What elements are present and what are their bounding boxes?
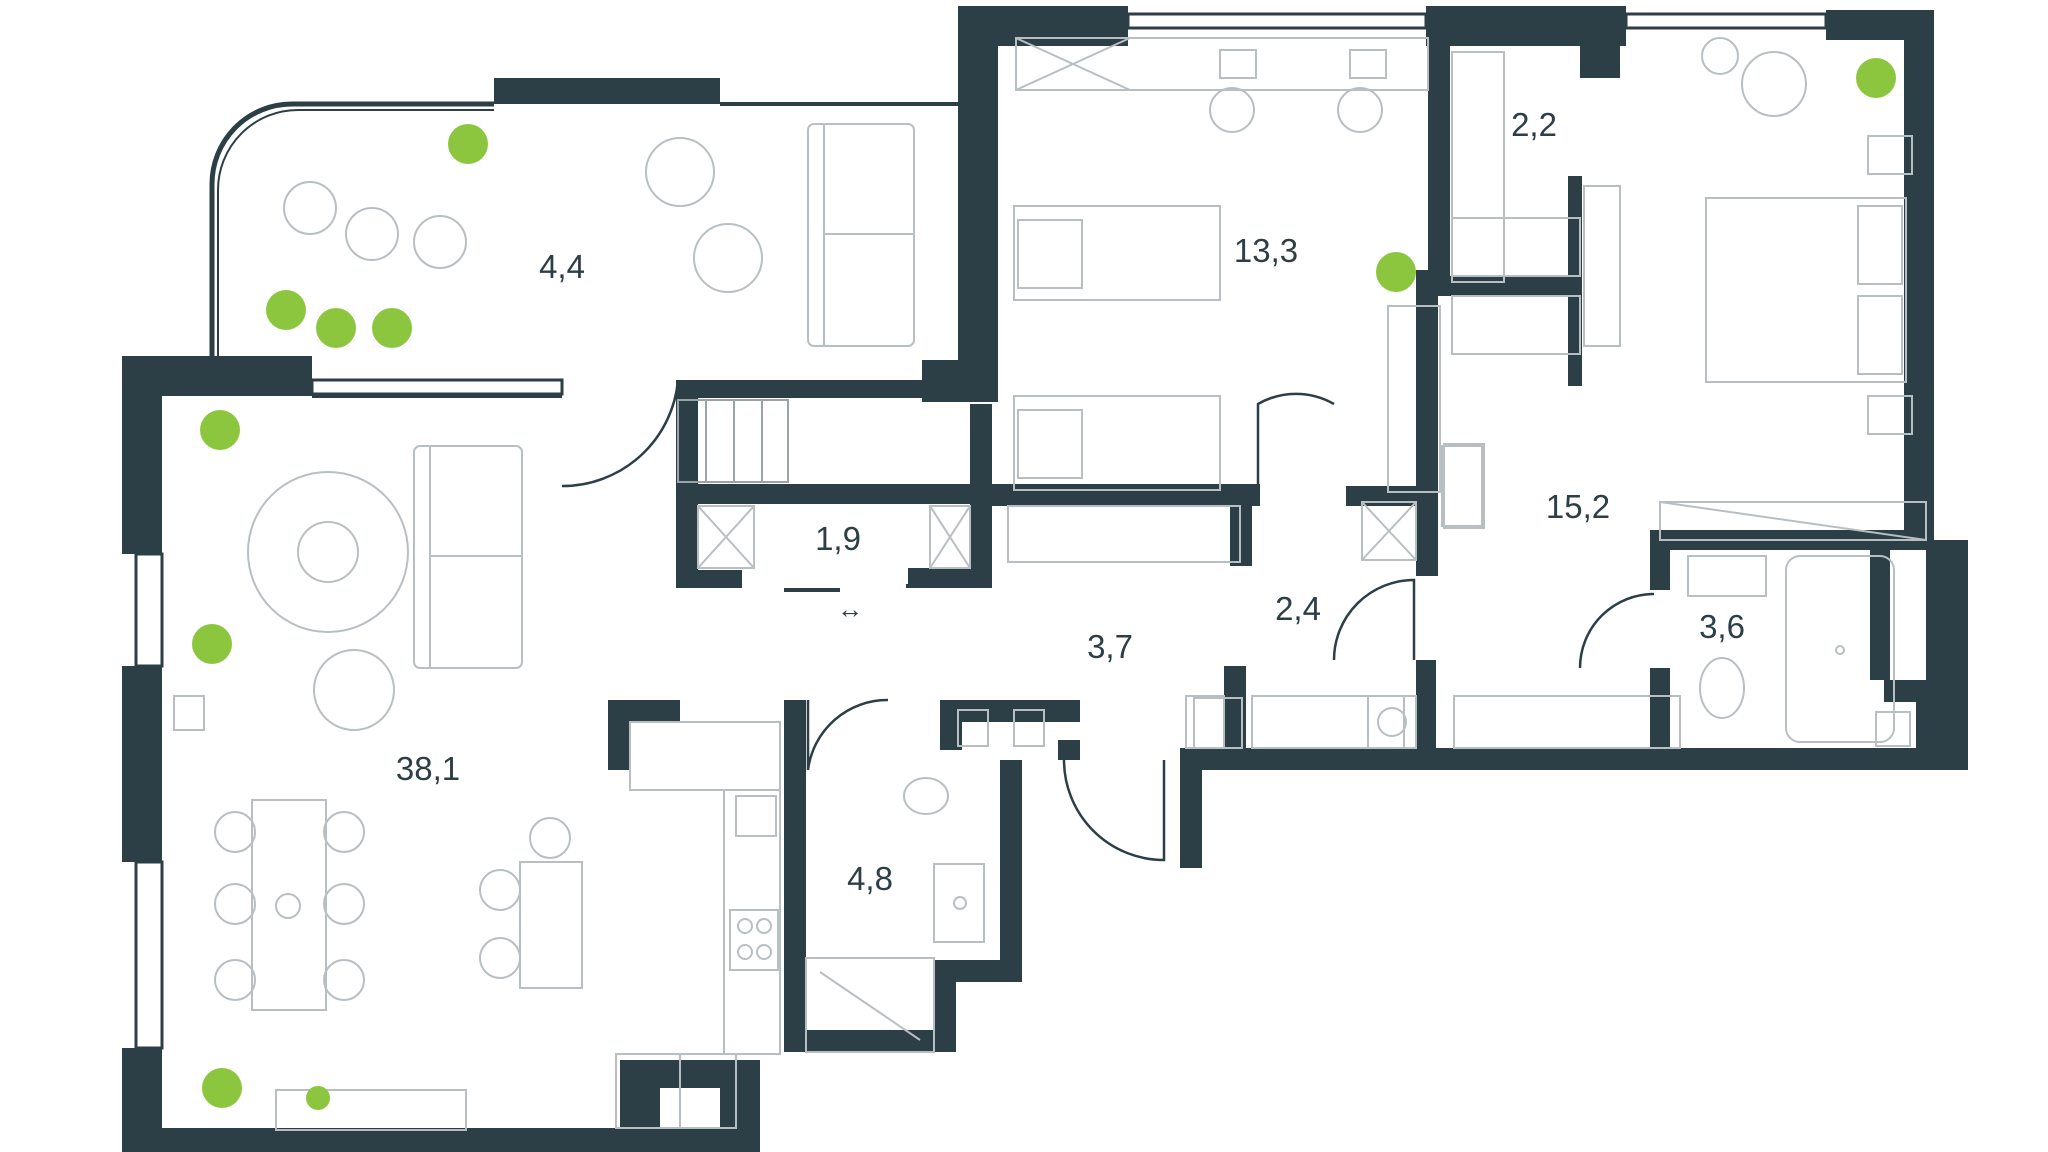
- shower-icon: [805, 957, 935, 1053]
- area-kids-bedroom: 13,3: [1234, 232, 1298, 269]
- area-corridor: 2,4: [1275, 590, 1321, 627]
- area-storage: 1,9: [815, 520, 861, 557]
- tv-icon: [1583, 185, 1621, 347]
- bathtub-icon: [1785, 555, 1895, 743]
- doors: [561, 379, 1655, 862]
- walls: [122, 6, 1968, 1152]
- sofa-icon: [413, 445, 523, 669]
- storage-shelves: [697, 505, 971, 569]
- area-living-kitchen: 38,1: [396, 750, 460, 787]
- area-master-bedroom: 15,2: [1546, 488, 1610, 525]
- plant-icon: [306, 1086, 330, 1110]
- table-icon: [247, 471, 409, 731]
- table-icon: [275, 1089, 467, 1131]
- area-balcony: 4,4: [539, 248, 585, 285]
- plant-icon: [316, 308, 356, 348]
- furniture: [173, 37, 1927, 1131]
- cabinet: [173, 445, 1911, 749]
- sofa-icon: [807, 123, 915, 347]
- sink-icon: [735, 795, 777, 837]
- windows: [134, 12, 1828, 1050]
- chair-icon: [283, 137, 763, 293]
- plant-icon: [372, 308, 412, 348]
- area-wardrobe: 2,2: [1511, 106, 1557, 143]
- kitchen-counter: [615, 721, 781, 1129]
- sliding-door-arrow: ↔: [837, 594, 863, 624]
- stove-icon: [729, 909, 779, 971]
- plant-icon: [202, 1068, 242, 1108]
- plants: [192, 58, 1896, 1110]
- area-bathroom: 3,6: [1699, 608, 1745, 645]
- wardrobe-icon: [1007, 51, 1927, 749]
- plant-icon: [192, 624, 232, 664]
- sink-icon: [933, 863, 985, 943]
- table-icon: [1015, 37, 1429, 133]
- area-hall: 3,7: [1087, 628, 1133, 665]
- plant-icon: [448, 124, 488, 164]
- stairs: [677, 399, 789, 483]
- plant-icon: [1376, 252, 1416, 292]
- toilet-icon: [903, 657, 1745, 815]
- plant-icon: [1856, 58, 1896, 98]
- bed-icon: [1705, 135, 1913, 435]
- table-icon: [214, 799, 583, 1011]
- area-shower-room: 4,8: [847, 860, 893, 897]
- bed-icon: [1013, 205, 1221, 491]
- plant-icon: [266, 290, 306, 330]
- area-labels: 38,1 4,4 1,9 3,7 2,4 13,3 2,2 15,2 3,6 4…: [396, 106, 1745, 897]
- plant-icon: [200, 410, 240, 450]
- chair-icon: [1701, 37, 1807, 117]
- sink-icon: [1687, 555, 1767, 597]
